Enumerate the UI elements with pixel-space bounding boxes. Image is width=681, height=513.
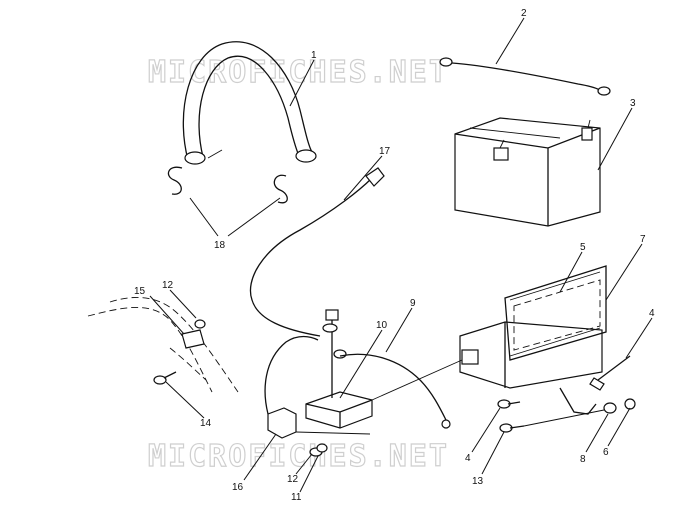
leader-lines bbox=[149, 17, 653, 493]
negative-cable bbox=[439, 57, 611, 96]
watermark-top: MICROFICHES.NET bbox=[148, 55, 449, 90]
cable-9 bbox=[339, 353, 451, 429]
bolt-4-right bbox=[589, 355, 631, 391]
callout-10: 10 bbox=[376, 320, 388, 331]
bolt-4-left bbox=[497, 399, 521, 409]
callout-4-left: 4 bbox=[465, 453, 471, 464]
callout-17: 17 bbox=[379, 146, 391, 157]
nut-6 bbox=[624, 398, 636, 410]
callout-18: 18 bbox=[214, 240, 226, 251]
frame bbox=[87, 297, 239, 393]
callout-1: 1 bbox=[311, 50, 317, 61]
washer-8 bbox=[603, 402, 617, 414]
callout-12-upper: 12 bbox=[162, 280, 174, 291]
callout-12-lower: 12 bbox=[287, 474, 299, 485]
callout-11: 11 bbox=[291, 492, 302, 503]
battery-strap bbox=[182, 41, 317, 165]
callout-5: 5 bbox=[580, 242, 586, 253]
callout-7: 7 bbox=[640, 234, 646, 245]
positive-cable bbox=[249, 167, 385, 337]
tray-pad bbox=[513, 279, 601, 351]
callout-8: 8 bbox=[580, 454, 586, 465]
callout-16: 16 bbox=[232, 482, 244, 493]
callout-3: 3 bbox=[630, 98, 636, 109]
regulator bbox=[305, 309, 373, 429]
callout-15: 15 bbox=[134, 286, 146, 297]
washer-11 bbox=[316, 443, 328, 453]
callout-9: 9 bbox=[410, 298, 416, 309]
connector-16 bbox=[264, 335, 319, 439]
battery-tray bbox=[459, 265, 607, 415]
bracket-15 bbox=[181, 329, 205, 349]
callout-14: 14 bbox=[200, 418, 212, 429]
callout-2: 2 bbox=[521, 8, 527, 19]
nut-12-upper bbox=[194, 319, 206, 329]
callout-13: 13 bbox=[472, 476, 484, 487]
assembly-line-1 bbox=[523, 409, 605, 427]
bolt-14 bbox=[153, 371, 177, 385]
assembly-line-3 bbox=[295, 431, 371, 435]
watermark-bottom: MICROFICHES.NET bbox=[148, 439, 449, 474]
s-hooks bbox=[167, 166, 288, 204]
bolt-13 bbox=[499, 423, 525, 433]
callout-4-right: 4 bbox=[649, 308, 655, 319]
assembly-line-2 bbox=[371, 359, 463, 401]
battery bbox=[454, 117, 601, 227]
callout-6: 6 bbox=[603, 447, 609, 458]
